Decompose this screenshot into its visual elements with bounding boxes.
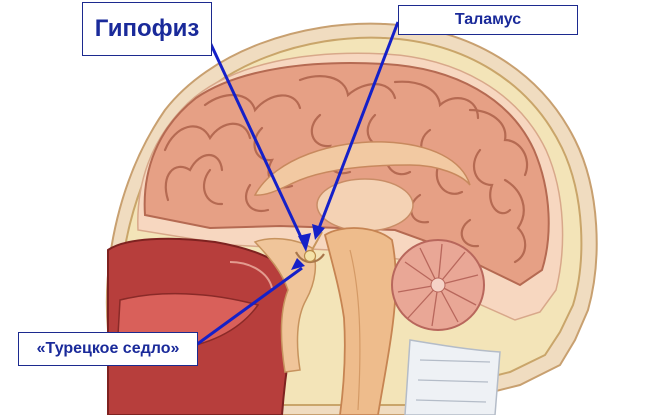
- palate-contour: [229, 261, 273, 289]
- pointer-sella: [195, 266, 303, 347]
- sphenoid-bone: [253, 237, 317, 373]
- pituitary-gland: [303, 249, 317, 263]
- corpus-callosum: [253, 141, 471, 196]
- arrowhead-hypophysis: [298, 233, 311, 252]
- arrowhead-sella: [291, 258, 305, 270]
- thalamus-region: [316, 178, 414, 232]
- pointer-hypophysis: [206, 37, 308, 249]
- arrowhead-thalamus: [312, 224, 325, 240]
- cerebellum-core: [430, 277, 446, 293]
- brainstem-contour: [349, 249, 361, 411]
- label-thalamus: Таламус: [398, 5, 578, 35]
- label-hypophysis: Гипофиз: [82, 2, 212, 56]
- label-sella-turcica: «Турецкое седло»: [18, 332, 198, 366]
- pointer-heads: [291, 224, 325, 270]
- cervical-spine: [404, 339, 501, 415]
- pointer-thalamus: [314, 21, 400, 237]
- vertebra-lines: [415, 359, 491, 403]
- pituitary-stalk: [311, 231, 323, 251]
- pointer-lines: [195, 21, 400, 347]
- brainstem: [323, 227, 397, 415]
